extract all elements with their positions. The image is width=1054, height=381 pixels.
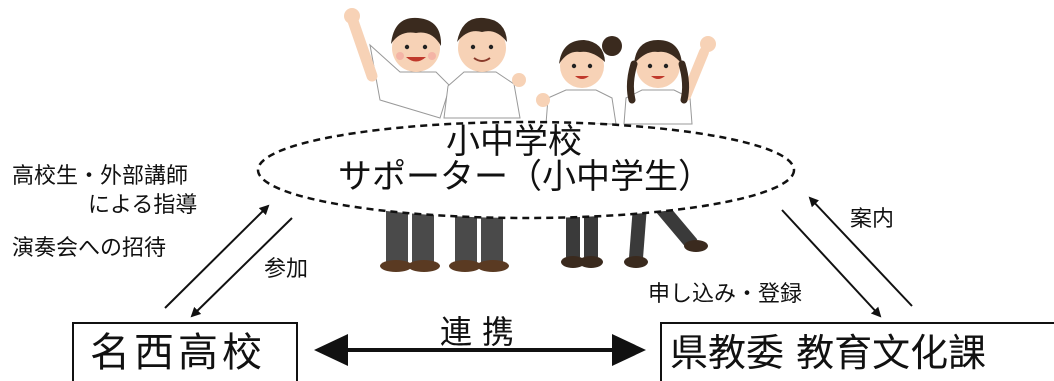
- arrow-left-down: [190, 217, 293, 318]
- right-note-top: 案内: [850, 207, 895, 232]
- nishi-high-school-label: 名西高校: [90, 329, 266, 376]
- center-subtitle: サポーター（小中学生）: [338, 157, 712, 197]
- arrow-left-up: [164, 204, 270, 309]
- center-title: 小中学校: [446, 122, 582, 162]
- left-note-line1: 高校生・外部講師: [12, 164, 189, 189]
- girl-ponytail-icon: [536, 36, 622, 268]
- education-board-box: 県教委 教育文化課: [660, 322, 1054, 381]
- students-illustration: [344, 8, 716, 272]
- education-board-label: 県教委 教育文化課: [670, 330, 987, 375]
- girl-cheering-icon: [623, 36, 716, 268]
- arrow-right-down: [781, 209, 882, 318]
- boy-smiling-icon: [443, 17, 526, 272]
- link-label: 連携: [440, 313, 525, 351]
- link-double-arrow: [314, 334, 646, 366]
- right-note-bottom: 申し込み・登録: [648, 282, 803, 307]
- left-arrow-label: 参加: [264, 257, 309, 282]
- nishi-high-school-box: 名西高校: [72, 322, 298, 381]
- supporter-ellipse: [256, 120, 796, 220]
- boy-cheering-icon: [344, 8, 451, 272]
- left-note-line2: による指導: [88, 193, 198, 218]
- arrow-right-up: [808, 196, 913, 307]
- left-note-line3: 演奏会への招待: [12, 236, 167, 261]
